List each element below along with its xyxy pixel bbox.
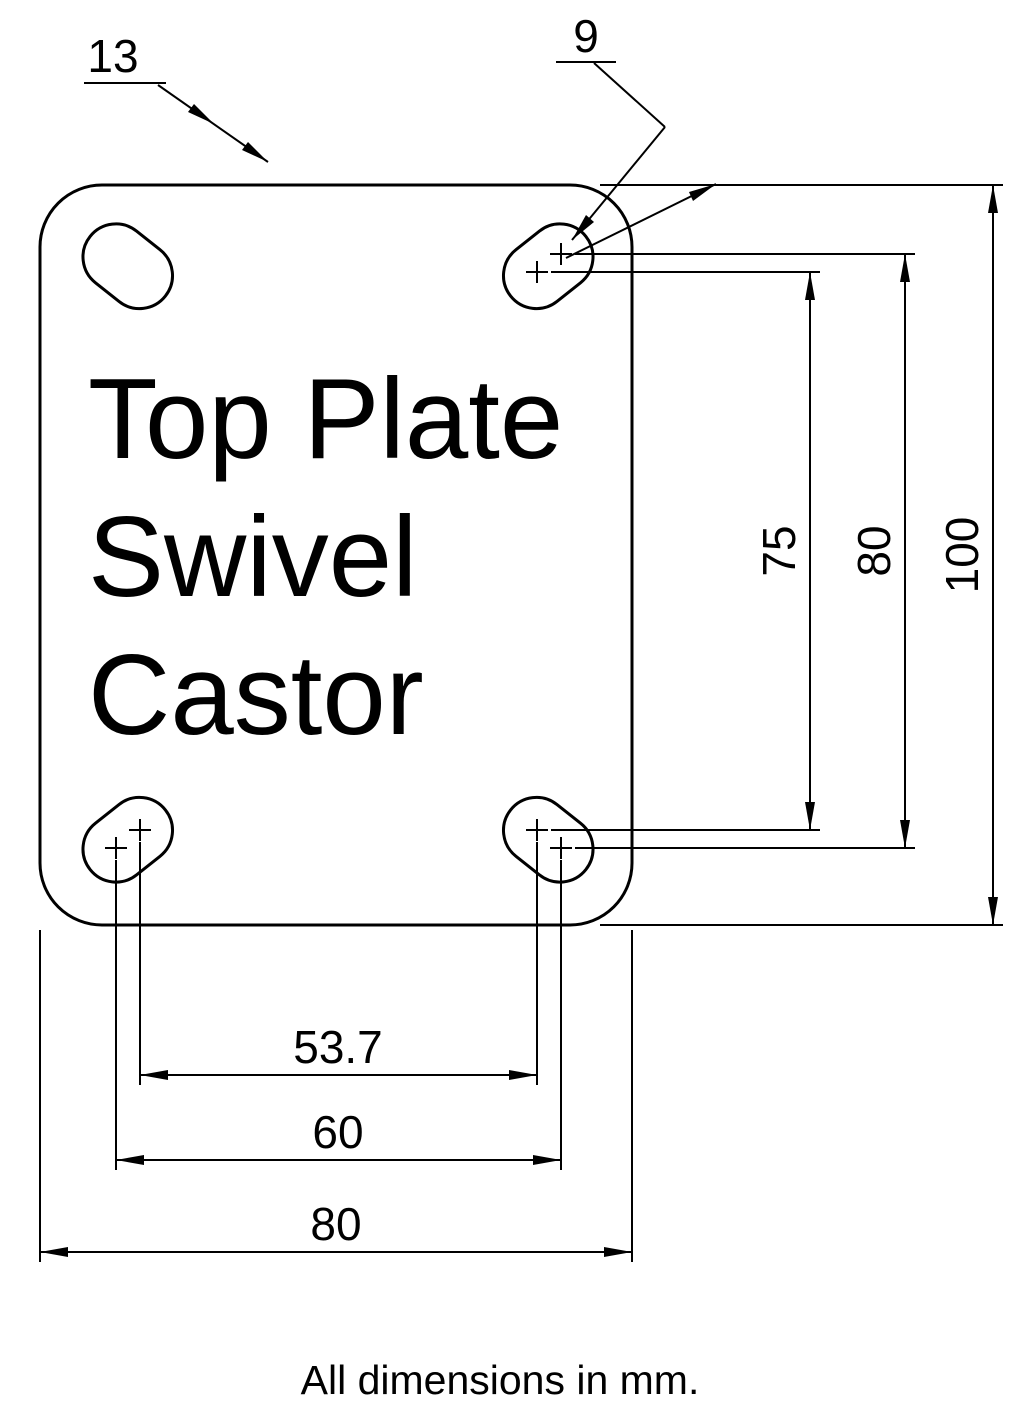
title-line-1: Top Plate [88,356,563,483]
units-note: All dimensions in mm. [301,1357,700,1403]
title-line-2: Swivel [88,494,417,621]
arrowhead [604,1247,632,1257]
arrowhead [40,1247,68,1257]
dimension-plate-width: 80 [39,930,633,1262]
plate-title: Top Plate Swivel Castor [88,356,563,759]
title-line-3: Castor [88,632,424,759]
slot-bottom-left [81,795,175,884]
slot-bottom-right [501,795,595,884]
arrowhead [988,185,998,213]
dimension-inner-holes-horizontal: 53.7 [139,842,538,1085]
arrowhead [116,1155,144,1165]
dimension-inner-holes-vertical: 75 [551,271,820,831]
arrowhead [533,1155,561,1165]
arrowhead [572,215,594,240]
hole-centers-top-right [526,243,572,283]
dim-label-outer-vertical: 80 [848,525,900,576]
hole-centers-bottom-left [105,819,151,859]
dimension-outer-holes-vertical: 80 [575,253,915,849]
slot-top-right [501,222,595,311]
arrowhead [689,184,716,201]
arrowhead [805,272,815,300]
slot-shape [81,222,175,311]
arrowhead [900,820,910,848]
plate-outline [38,183,634,927]
arrowhead [900,254,910,282]
arrowhead [140,1070,168,1080]
dim-label-hole-diameter: 9 [573,10,599,62]
leader-line [593,62,666,128]
dim-label-outer-horizontal: 60 [312,1106,363,1158]
dim-label-plate-width: 80 [310,1198,361,1250]
slot-shape [81,795,175,884]
dim-label-slot-length: 13 [87,30,138,82]
arrowhead [805,802,815,830]
dimension-plate-height: 100 [600,184,1003,926]
dimension-outer-holes-horizontal: 60 [115,860,562,1170]
arrowhead [988,897,998,925]
arrowhead [242,142,268,162]
dim-label-plate-height: 100 [936,517,988,594]
dim-label-inner-horizontal: 53.7 [293,1021,383,1073]
arrowhead [188,104,214,124]
leader-hole-diameter: 9 [556,10,717,259]
slot-shape [501,795,595,884]
slot-top-left [81,222,175,311]
slot-shape [501,222,595,311]
leader-slot-length: 13 [84,30,269,163]
hole-centers-bottom-right [526,819,572,859]
arrowhead [509,1070,537,1080]
dim-label-inner-vertical: 75 [753,525,805,576]
